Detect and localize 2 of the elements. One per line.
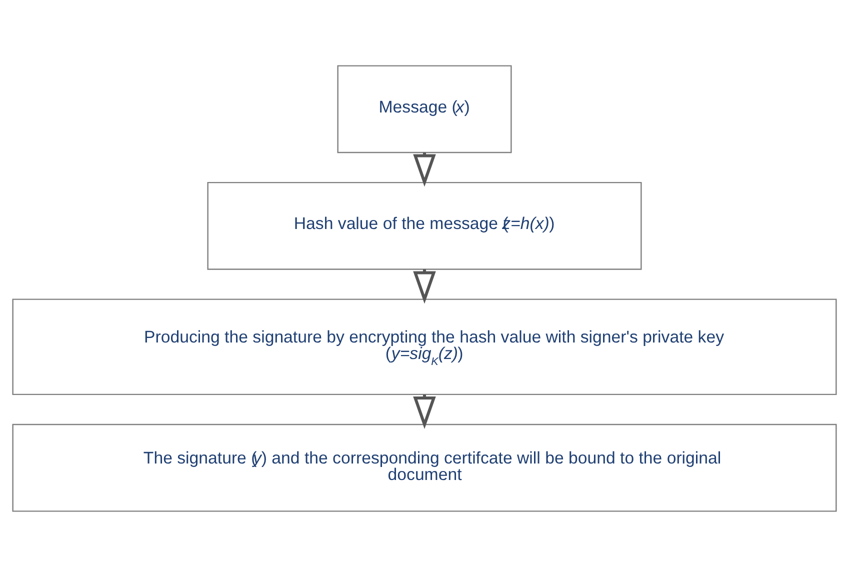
node-box: Producing the signature by encrypting the hash value with signer's private key (y=sig$_{K}$(z)) [12, 298, 837, 396]
node-box: Message (x) [337, 65, 512, 154]
